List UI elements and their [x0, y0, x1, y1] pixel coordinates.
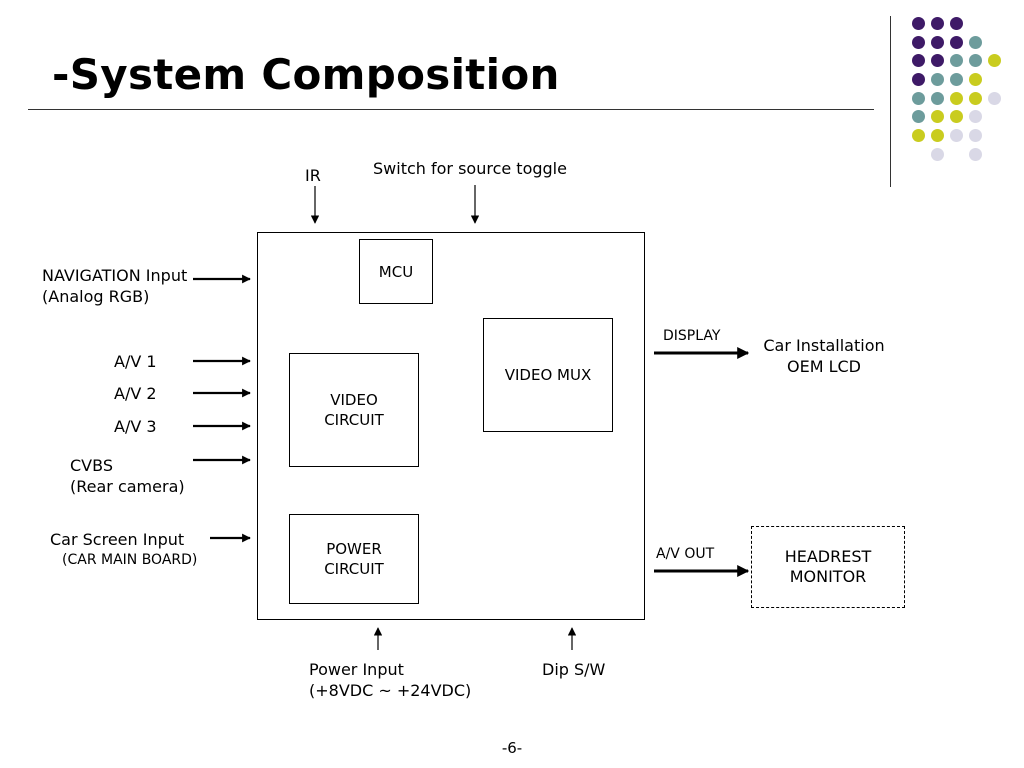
- decor-dot: [931, 148, 944, 161]
- decor-dot: [969, 36, 982, 49]
- decor-dot: [912, 17, 925, 30]
- decor-dot: [950, 92, 963, 105]
- decor-dot: [969, 92, 982, 105]
- system-block: [257, 232, 645, 620]
- cvbs-label: CVBS (Rear camera): [70, 456, 185, 496]
- car-installation-label: Car Installation OEM LCD: [763, 336, 885, 376]
- headrest-monitor-block: HEADREST MONITOR: [751, 526, 905, 608]
- dip-sw-label: Dip S/W: [542, 660, 606, 679]
- av1-label: A/V 1: [114, 352, 157, 371]
- av3-label: A/V 3: [114, 417, 157, 436]
- decor-dot: [988, 54, 1001, 67]
- decor-dot: [931, 17, 944, 30]
- decor-dot: [912, 54, 925, 67]
- display-label: DISPLAY: [663, 328, 721, 344]
- decor-dot: [931, 36, 944, 49]
- page-number: -6-: [501, 739, 523, 757]
- decor-dot: [931, 54, 944, 67]
- decor-dot: [931, 129, 944, 142]
- decor-dot: [912, 73, 925, 86]
- switch-label: Switch for source toggle: [373, 159, 567, 178]
- video-circuit-block: VIDEO CIRCUIT: [289, 353, 419, 467]
- decor-dot: [969, 54, 982, 67]
- power-input-label: Power Input (+8VDC ~ +24VDC): [309, 660, 472, 700]
- decor-dot: [969, 110, 982, 123]
- car-main-board-label: (CAR MAIN BOARD): [62, 552, 198, 568]
- decor-dot: [969, 73, 982, 86]
- av2-label: A/V 2: [114, 384, 157, 403]
- navigation-input-label: NAVIGATION Input (Analog RGB): [42, 266, 188, 306]
- car-screen-input-label: Car Screen Input: [50, 530, 185, 549]
- decor-dot: [950, 110, 963, 123]
- ir-label: IR: [305, 166, 321, 185]
- decor-dot: [950, 129, 963, 142]
- decor-dot: [931, 110, 944, 123]
- mcu-block: MCU: [359, 239, 433, 304]
- decor-dot: [969, 129, 982, 142]
- decor-dot: [931, 92, 944, 105]
- decor-dot: [912, 129, 925, 142]
- page-title: -System Composition: [52, 50, 560, 99]
- decor-dot: [950, 54, 963, 67]
- title-underline: [28, 109, 874, 110]
- decor-dot: [969, 148, 982, 161]
- decor-dot: [912, 36, 925, 49]
- decor-dot: [950, 73, 963, 86]
- decor-dot: [912, 110, 925, 123]
- av-out-label: A/V OUT: [656, 546, 715, 562]
- decor-dot: [988, 92, 1001, 105]
- video-mux-block: VIDEO MUX: [483, 318, 613, 432]
- vertical-divider: [890, 16, 891, 187]
- power-circuit-block: POWER CIRCUIT: [289, 514, 419, 604]
- decor-dot: [931, 73, 944, 86]
- decor-dot: [950, 36, 963, 49]
- decor-dot: [912, 92, 925, 105]
- decor-dot: [950, 17, 963, 30]
